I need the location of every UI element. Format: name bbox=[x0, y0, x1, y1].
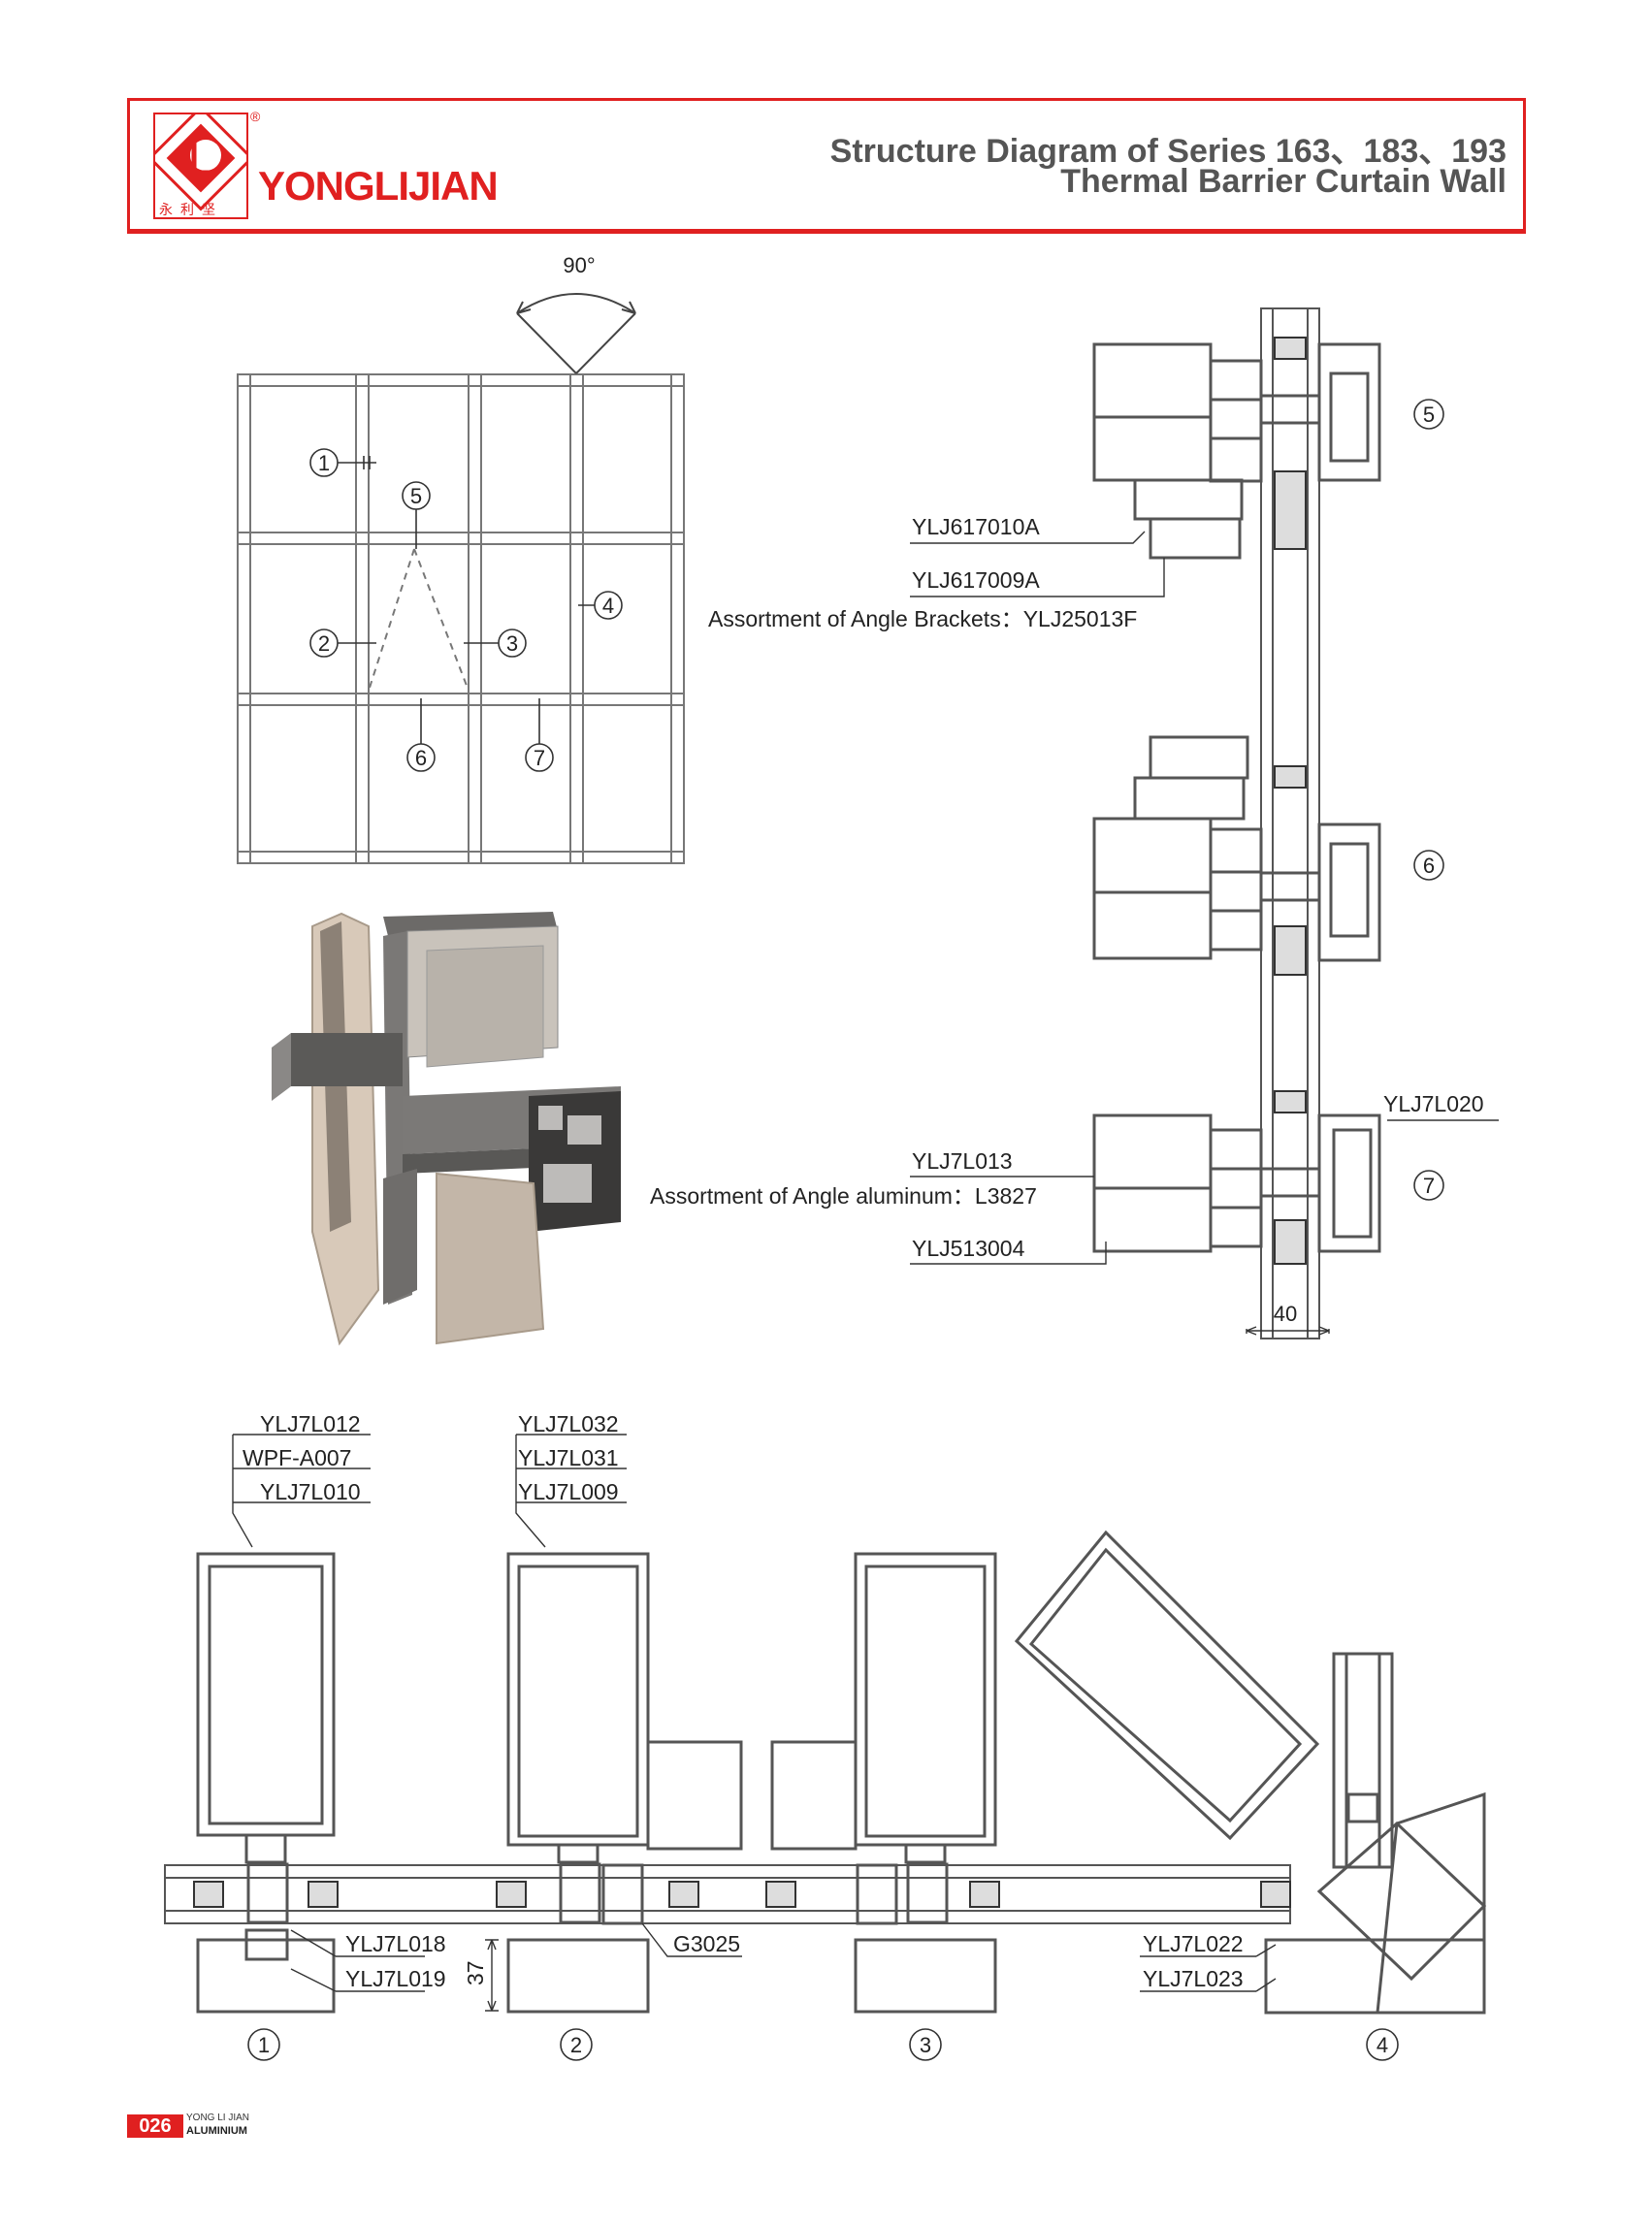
section-marker-6: 6 bbox=[1423, 854, 1435, 878]
label-ylj7l013: YLJ7L013 bbox=[912, 1148, 1013, 1174]
brand-name: YONGLIJIAN bbox=[258, 163, 499, 209]
page-number: 026 bbox=[127, 2114, 183, 2138]
horizontal-section-spacers bbox=[193, 1881, 1291, 1908]
elevation-callout-6: 6 bbox=[415, 746, 427, 770]
elevation-callout-7: 7 bbox=[534, 746, 545, 770]
vertical-section-leaders bbox=[910, 531, 1499, 1336]
label-ylj7l031: YLJ7L031 bbox=[518, 1445, 619, 1470]
elevation-callout-4: 4 bbox=[602, 594, 614, 618]
label-ylj617009a: YLJ617009A bbox=[912, 567, 1040, 593]
page-title-line2: Thermal Barrier Curtain Wall bbox=[1060, 163, 1506, 200]
angle-indicator bbox=[516, 293, 636, 374]
elevation-callout-1: 1 bbox=[318, 451, 330, 475]
registered-mark: ® bbox=[250, 109, 261, 124]
label-angle-brackets: Assortment of Angle Brackets：YLJ25013F bbox=[708, 606, 1137, 631]
elevation-callouts bbox=[309, 448, 623, 772]
section-marker-1: 1 bbox=[258, 2033, 270, 2057]
elevation-callout-5: 5 bbox=[410, 484, 422, 508]
section-marker-3: 3 bbox=[920, 2033, 931, 2057]
mullion-4-profile bbox=[1014, 1530, 1487, 2015]
elevation-callout-3: 3 bbox=[506, 631, 518, 656]
transom-6-profile bbox=[1092, 735, 1381, 962]
dimension-37: 37 bbox=[463, 1960, 488, 1985]
label-ylj617010a: YLJ617010A bbox=[912, 514, 1040, 539]
mullion-1-profile bbox=[196, 1552, 336, 2014]
horizontal-section-leaders bbox=[232, 1434, 1277, 2012]
footer-brand-line2: ALUMINIUM bbox=[186, 2125, 247, 2137]
vertical-section-glass bbox=[1260, 307, 1320, 1339]
dimension-40: 40 bbox=[1274, 1302, 1297, 1326]
label-ylj7l020: YLJ7L020 bbox=[1383, 1091, 1484, 1116]
elevation-grid bbox=[237, 373, 685, 864]
mullion-2-profile bbox=[506, 1552, 743, 2014]
transom-5-profile bbox=[1092, 342, 1381, 560]
section-marker-4: 4 bbox=[1377, 2033, 1388, 2057]
section-marker-7: 7 bbox=[1423, 1174, 1435, 1198]
footer-brand-line1: YONG LI JIAN bbox=[186, 2113, 250, 2123]
section-marker-2: 2 bbox=[570, 2033, 582, 2057]
profile-3d-render bbox=[272, 912, 621, 1346]
section-markers-horizontal bbox=[247, 2028, 1399, 2061]
label-ylj7l010: YLJ7L010 bbox=[260, 1479, 361, 1504]
brand-logo bbox=[147, 105, 254, 219]
label-g3025: G3025 bbox=[673, 1931, 740, 1956]
label-wpf-a007: WPF-A007 bbox=[243, 1445, 351, 1470]
mullion-3-profile bbox=[770, 1552, 997, 2014]
brand-chinese-name: 永利坚 bbox=[159, 202, 223, 217]
logo-emblem-icon bbox=[147, 105, 254, 211]
label-ylj7l012: YLJ7L012 bbox=[260, 1411, 361, 1436]
label-ylj513004: YLJ513004 bbox=[912, 1236, 1025, 1261]
label-ylj7l018: YLJ7L018 bbox=[345, 1931, 446, 1956]
section-marker-5: 5 bbox=[1423, 403, 1435, 427]
transom-7-profile bbox=[1092, 1113, 1381, 1253]
header-frame bbox=[127, 98, 1526, 234]
elevation-callout-2: 2 bbox=[318, 631, 330, 656]
label-ylj7l019: YLJ7L019 bbox=[345, 1966, 446, 1991]
section-markers-vertical bbox=[1413, 399, 1444, 1201]
label-ylj7l032: YLJ7L032 bbox=[518, 1411, 619, 1436]
page-title-line1: Structure Diagram of Series 163、183、193 bbox=[829, 133, 1506, 170]
label-ylj7l022: YLJ7L022 bbox=[1143, 1931, 1244, 1956]
label-ylj7l023: YLJ7L023 bbox=[1143, 1966, 1244, 1991]
label-angle-aluminum: Assortment of Angle aluminum：L3827 bbox=[650, 1183, 1037, 1209]
label-ylj7l009: YLJ7L009 bbox=[518, 1479, 619, 1504]
angle-label: 90° bbox=[563, 253, 595, 277]
vertical-section-spacers bbox=[1274, 337, 1307, 1265]
